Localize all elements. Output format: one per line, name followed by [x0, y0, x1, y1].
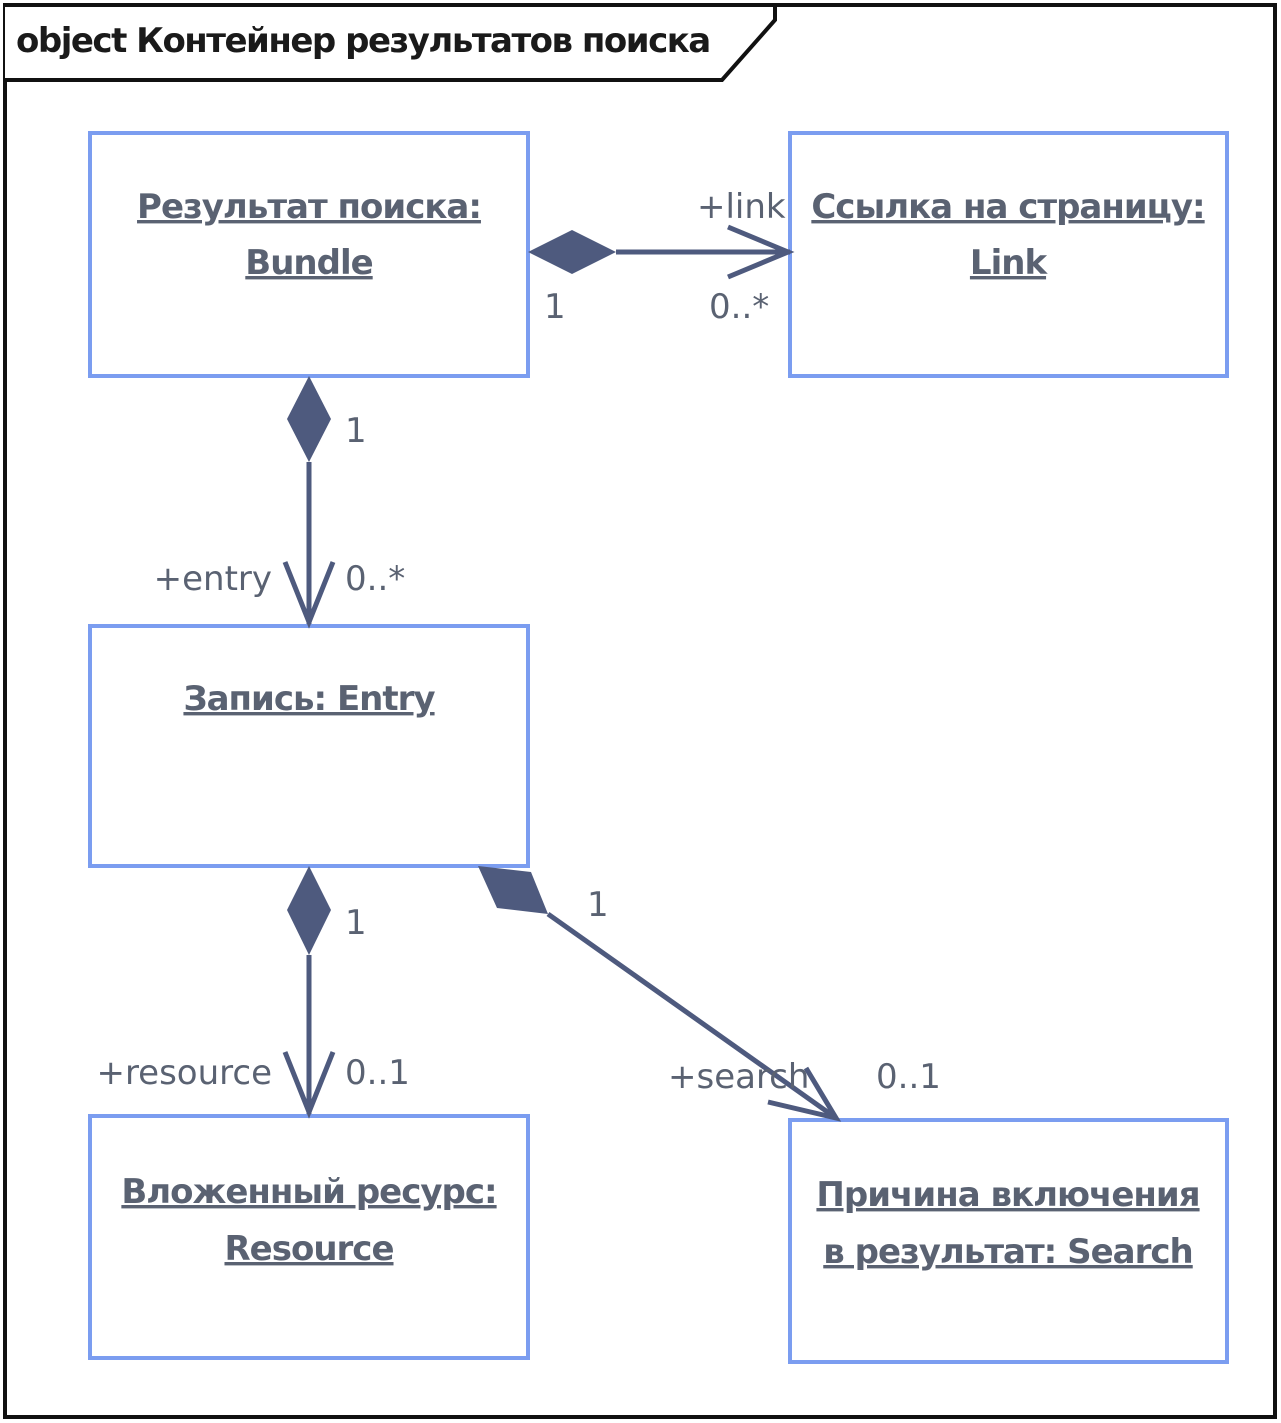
role-label: +link: [697, 187, 786, 227]
object-box: [88, 624, 530, 868]
object-box: [88, 131, 530, 378]
arrowhead-icon: [282, 561, 336, 629]
composition-diamond-icon: [478, 866, 548, 914]
source-multiplicity: 1: [587, 885, 609, 925]
object-type: Bundle: [245, 243, 372, 283]
association-bundle-link[interactable]: +link 1 0..*: [528, 187, 795, 327]
object-type: Link: [970, 243, 1049, 283]
object-box: [88, 1114, 530, 1360]
role-label: +entry: [154, 559, 272, 599]
target-multiplicity: 0..1: [876, 1057, 941, 1097]
object-entry[interactable]: Запись: Entry: [88, 624, 530, 868]
target-multiplicity: 0..*: [345, 559, 405, 599]
object-name: Причина включения: [816, 1175, 1199, 1215]
source-multiplicity: 1: [544, 287, 566, 327]
object-box: [788, 131, 1229, 378]
object-type: Resource: [224, 1229, 393, 1269]
arrowhead-icon: [282, 1051, 336, 1119]
association-entry-search[interactable]: 1 +search 0..1: [478, 866, 941, 1122]
association-entry-resource[interactable]: 1 +resource 0..1: [96, 866, 410, 1119]
object-name: Запись: Entry: [183, 679, 435, 719]
object-name: Вложенный ресурс:: [121, 1172, 496, 1212]
association-line: [546, 911, 838, 1121]
source-multiplicity: 1: [345, 903, 367, 943]
composition-diamond-icon: [287, 376, 331, 462]
frame-title: object Контейнер результатов поиска: [16, 21, 710, 61]
object-box: [788, 1118, 1229, 1364]
object-name: Результат поиска:: [137, 187, 481, 227]
arrowhead-icon: [727, 224, 795, 280]
object-link[interactable]: Ссылка на страницу: Link: [788, 131, 1229, 378]
object-bundle[interactable]: Результат поиска: Bundle: [88, 131, 530, 378]
composition-diamond-icon: [287, 866, 331, 955]
source-multiplicity: 1: [345, 411, 367, 451]
object-name: Ссылка на страницу:: [811, 187, 1204, 227]
arrowhead-icon: [767, 1066, 842, 1122]
target-multiplicity: 0..1: [345, 1053, 410, 1093]
role-label: +search: [668, 1057, 809, 1097]
association-bundle-entry[interactable]: 1 +entry 0..*: [154, 376, 406, 629]
object-resource[interactable]: Вложенный ресурс: Resource: [88, 1114, 530, 1360]
object-search[interactable]: Причина включения в результат: Search: [788, 1118, 1229, 1364]
object-type: в результат: Search: [823, 1232, 1192, 1272]
frame-title-tab: [5, 3, 777, 82]
target-multiplicity: 0..*: [709, 287, 769, 327]
composition-diamond-icon: [528, 230, 616, 274]
role-label: +resource: [96, 1053, 272, 1093]
